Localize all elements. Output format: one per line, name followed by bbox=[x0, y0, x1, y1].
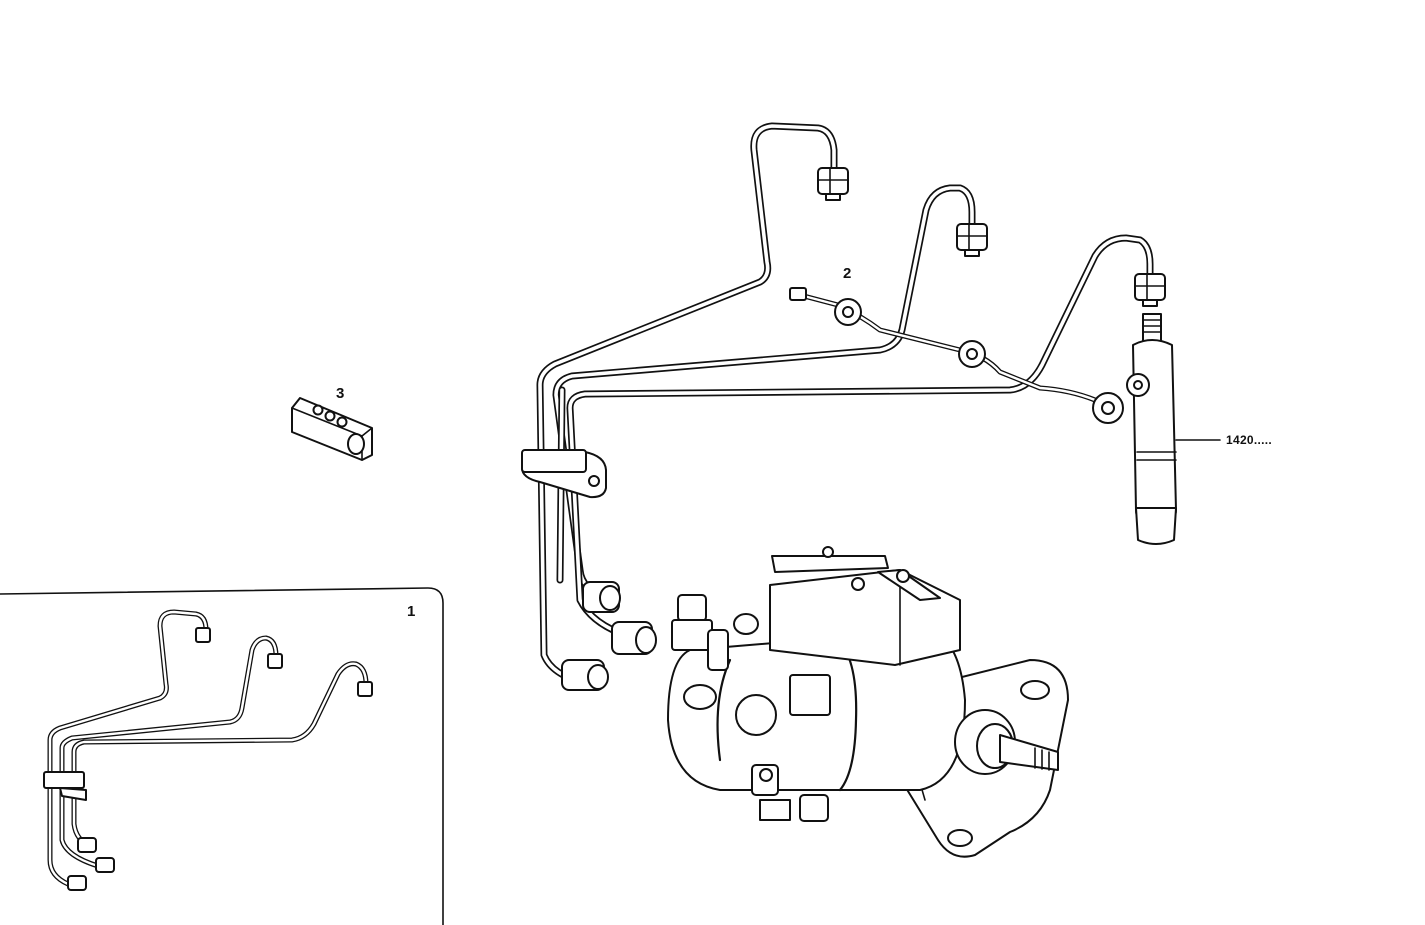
nozzle-nut-1 bbox=[817, 167, 849, 201]
clamp-part bbox=[291, 397, 373, 461]
inset-frame bbox=[0, 587, 444, 925]
banjo-fitting-3 bbox=[1092, 392, 1124, 424]
pump-nut-2 bbox=[611, 621, 657, 655]
injector bbox=[1126, 313, 1177, 545]
callout-clamp: 3 bbox=[336, 385, 345, 402]
callout-kit: 1 bbox=[407, 603, 416, 620]
pipe-clamp-main bbox=[521, 449, 607, 499]
injection-pipe-set bbox=[521, 122, 1166, 691]
banjo-fitting-1 bbox=[834, 298, 862, 326]
pump-nut-1 bbox=[582, 581, 621, 613]
inset-pipe-kit bbox=[43, 609, 373, 891]
callout-banjo: 2 bbox=[843, 265, 852, 282]
leak-off-line bbox=[789, 287, 1124, 424]
nozzle-nut-2 bbox=[956, 223, 988, 257]
banjo-fitting-2 bbox=[958, 340, 986, 368]
injection-pump bbox=[667, 546, 1069, 858]
pump-nut-3 bbox=[561, 659, 609, 691]
nozzle-nut-3 bbox=[1134, 273, 1166, 307]
callout-injector: 1420..... bbox=[1226, 433, 1273, 447]
